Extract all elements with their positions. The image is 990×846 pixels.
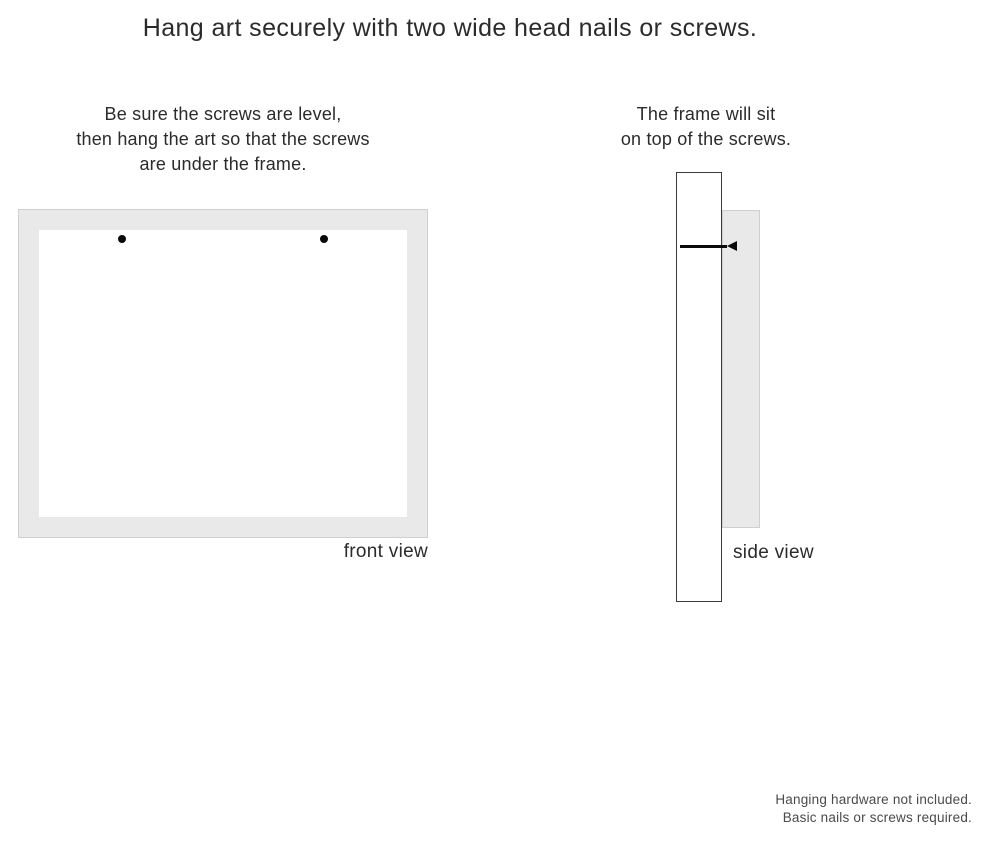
footnote-line-1: Hanging hardware not included. — [775, 792, 972, 807]
side-view-instruction: The frame will sit on top of the screws. — [606, 102, 806, 152]
page-title: Hang art securely with two wide head nai… — [142, 14, 758, 42]
nail-head-icon — [727, 241, 737, 251]
front-view-label: front view — [343, 541, 428, 562]
side-view-label: side view — [733, 542, 814, 563]
footnote-line-2: Basic nails or screws required. — [782, 810, 972, 825]
front-view-artwork-area — [39, 230, 407, 517]
left-screw-dot-icon — [118, 235, 126, 243]
front-view-frame — [18, 209, 428, 538]
side-instruction-line-2: on top of the screws. — [620, 129, 792, 149]
nail-shaft-icon — [680, 245, 727, 248]
side-instruction-line-1: The frame will sit — [636, 104, 776, 124]
side-view-wall-bar — [676, 172, 722, 602]
right-screw-dot-icon — [320, 235, 328, 243]
front-instruction-line-3: are under the frame. — [139, 154, 307, 174]
front-view-instruction: Be sure the screws are level, then hang … — [18, 102, 428, 177]
side-view-frame-rect — [722, 210, 760, 528]
front-instruction-line-1: Be sure the screws are level, — [104, 104, 342, 124]
front-instruction-line-2: then hang the art so that the screws — [76, 129, 370, 149]
hardware-footnote: Hanging hardware not included. Basic nai… — [590, 791, 972, 827]
